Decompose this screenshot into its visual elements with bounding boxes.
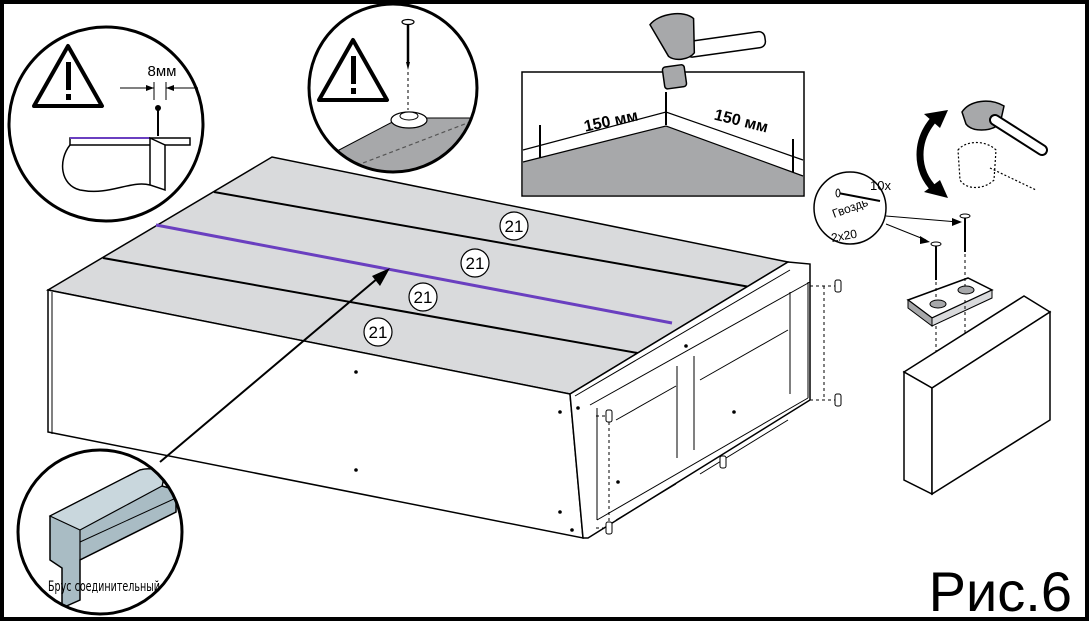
- svg-text:21: 21: [466, 254, 485, 273]
- hammer-icon: [649, 12, 767, 90]
- warning-icon: [317, 38, 389, 102]
- curved-arrow-icon: [916, 110, 948, 198]
- nail-icon: [401, 18, 415, 110]
- svg-text:21: 21: [369, 323, 388, 342]
- nail-quantity-label: 10х: [870, 178, 891, 193]
- connector-caption: Брус соединительный: [48, 579, 160, 595]
- furniture-carcass: [45, 156, 842, 539]
- gap-detail-circle: 8мм: [7, 25, 205, 223]
- part-number-bubble-2: 21: [460, 248, 490, 278]
- panel-seam: [213, 191, 751, 288]
- nail-icon: [835, 188, 881, 202]
- figure-label: Рис.6: [929, 560, 1072, 621]
- svg-text:21: 21: [414, 288, 433, 307]
- nail-size-label: 2х20: [830, 227, 858, 245]
- connector-detail-circle: Брус соединительный: [16, 448, 184, 616]
- panel-seam: [102, 257, 644, 355]
- warning-icon: [32, 44, 104, 108]
- connector-joint-line: [155, 223, 673, 325]
- nail-spec-bubble: [813, 171, 887, 245]
- hammer-icon: [957, 100, 1048, 191]
- gap-dimension-label: 8мм: [148, 63, 177, 80]
- nail-icon: [930, 213, 971, 280]
- gap-dimension-marker: [120, 82, 198, 100]
- svg-text:21: 21: [505, 217, 524, 236]
- fastener-detail: 10х Гвоздь 2х20: [813, 100, 1052, 496]
- part-number-bubble-4: 21: [363, 317, 393, 347]
- nail-spacing-panel: 150 мм 150 мм: [521, 12, 805, 197]
- nail-detail-circle: [307, 2, 479, 174]
- part-number-bubble-3: 21: [408, 282, 438, 312]
- connector-pointer-arrow: [159, 268, 390, 463]
- part-number-bubble-1: 21: [499, 211, 529, 241]
- wood-block-side: [931, 310, 1051, 496]
